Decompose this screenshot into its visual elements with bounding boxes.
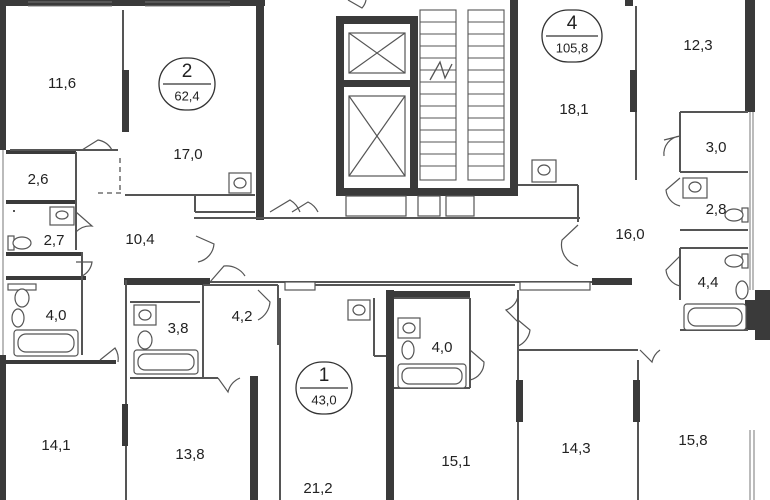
elevator-1 (348, 32, 406, 74)
room-area-label: 2,7 (44, 232, 65, 249)
apartment-number: 1 (319, 365, 330, 386)
room-area-label: 10,4 (125, 231, 154, 248)
stairs (419, 9, 505, 181)
doors (75, 0, 681, 394)
windows (2, 1, 755, 500)
thin-walls-left (10, 10, 255, 355)
room-area-label: 18,1 (559, 101, 588, 118)
room-area-label: 3,0 (706, 139, 727, 156)
core-lower (345, 195, 475, 217)
room-area-label: 12,3 (683, 37, 712, 54)
room-labels: 11,6 17,0 2,6 2,7 10,4 4,0 3,8 4,2 14,1 … (28, 37, 727, 497)
apartment-marker-4: 4 105,8 (541, 9, 603, 63)
apartment-marker-1: 1 43,0 (295, 361, 353, 415)
apartment-area: 43,0 (311, 392, 336, 407)
room-area-label: 15,1 (441, 453, 470, 470)
apartment-area: 105,8 (556, 40, 589, 55)
core-walls (336, 16, 518, 196)
room-area-label: 11,6 (48, 75, 76, 92)
room-area-label: 2,8 (706, 201, 727, 218)
interior-walls-left (6, 0, 264, 364)
fixtures (7, 159, 749, 389)
apartment-number: 4 (567, 13, 578, 34)
room-area-label: 16,0 (615, 226, 644, 243)
apartment-number: 2 (182, 61, 193, 82)
room-area-label: 15,8 (678, 432, 707, 449)
apartment-marker-2: 2 62,4 (158, 57, 216, 111)
room-area-label: 4,0 (46, 307, 67, 324)
room-area-label: 21,2 (303, 480, 332, 497)
room-area-label: 4,4 (698, 274, 719, 291)
room-area-label: 3,8 (168, 320, 189, 337)
room-area-label: 17,0 (173, 146, 202, 163)
apartment-area: 62,4 (174, 88, 199, 103)
room-area-label: 4,2 (232, 308, 253, 325)
interior-walls-right (516, 6, 748, 500)
corridor-walls (124, 184, 632, 298)
room-area-label: 4,0 (432, 339, 453, 356)
room-area-label: 2,6 (28, 171, 49, 188)
room-area-label: 14,3 (561, 440, 590, 457)
room-area-label: 14,1 (41, 437, 70, 454)
elevator-2 (348, 95, 406, 177)
room-area-label: 13,8 (175, 446, 204, 463)
